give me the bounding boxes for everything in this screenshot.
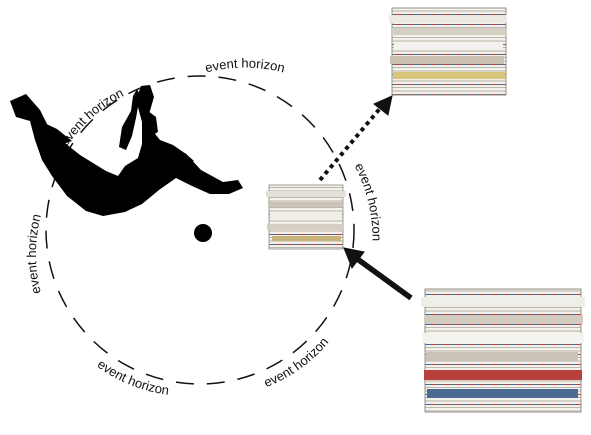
large-newspaper-stack: [421, 289, 585, 412]
medium-newspaper-stack: [389, 8, 507, 95]
incoming-arrow: [344, 248, 411, 298]
horizon-label-bottom-left-text: event horizon: [95, 356, 170, 398]
falling-person-silhouette: [10, 85, 243, 242]
horizon-label-right: event horizon: [352, 160, 385, 241]
horizon-label-top: event horizon: [204, 56, 287, 76]
horizon-label-bottom-left: event horizon: [95, 356, 170, 398]
horizon-label-bottom-right-text: event horizon: [262, 334, 332, 390]
horizon-label-right-text: event horizon: [352, 160, 385, 241]
horizon-label-left-text: event horizon: [24, 213, 44, 296]
small-newspaper-stack: [266, 185, 346, 249]
horizon-label-bottom-right: event horizon: [262, 334, 332, 390]
horizon-label-top-text: event horizon: [204, 56, 287, 76]
horizon-label-left: event horizon: [24, 213, 44, 296]
